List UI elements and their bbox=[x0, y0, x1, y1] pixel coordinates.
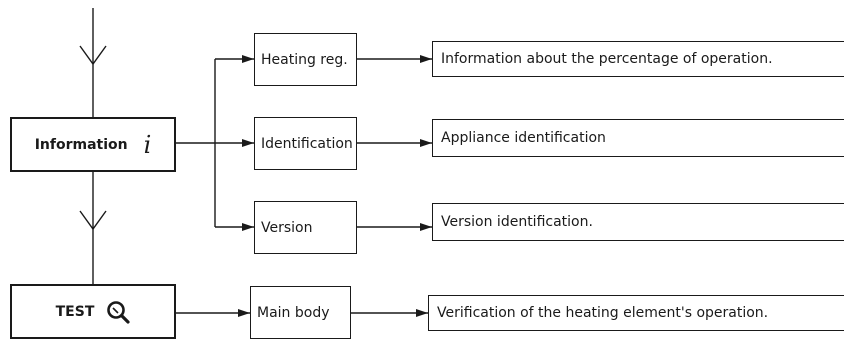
identification-label: Identification bbox=[261, 135, 353, 152]
version-label: Version bbox=[261, 219, 313, 236]
identification-description-text: Appliance identification bbox=[441, 130, 606, 146]
heating-reg-description-text: Information about the percentage of oper… bbox=[441, 51, 773, 67]
magnifier-icon bbox=[106, 300, 130, 324]
identification-box: Identification bbox=[254, 117, 357, 170]
test-box: TEST bbox=[10, 284, 176, 339]
heating-reg-box: Heating reg. bbox=[254, 33, 357, 86]
heating-reg-description: Information about the percentage of oper… bbox=[432, 41, 844, 77]
main-body-label: Main body bbox=[257, 304, 330, 321]
main-body-box: Main body bbox=[250, 286, 351, 339]
identification-description: Appliance identification bbox=[432, 119, 844, 157]
test-label: TEST bbox=[55, 303, 95, 320]
information-box: Information i bbox=[10, 117, 176, 172]
information-label: Information bbox=[34, 136, 128, 153]
main-body-description: Verification of the heating element's op… bbox=[428, 295, 844, 331]
version-box: Version bbox=[254, 201, 357, 254]
info-icon: i bbox=[143, 130, 152, 159]
main-body-description-text: Verification of the heating element's op… bbox=[437, 305, 769, 321]
heating-reg-label: Heating reg. bbox=[261, 51, 348, 68]
chevron-down-icon bbox=[79, 45, 107, 66]
version-description: Version identification. bbox=[432, 203, 844, 241]
version-description-text: Version identification. bbox=[441, 214, 593, 230]
chevron-down-icon bbox=[79, 210, 107, 231]
